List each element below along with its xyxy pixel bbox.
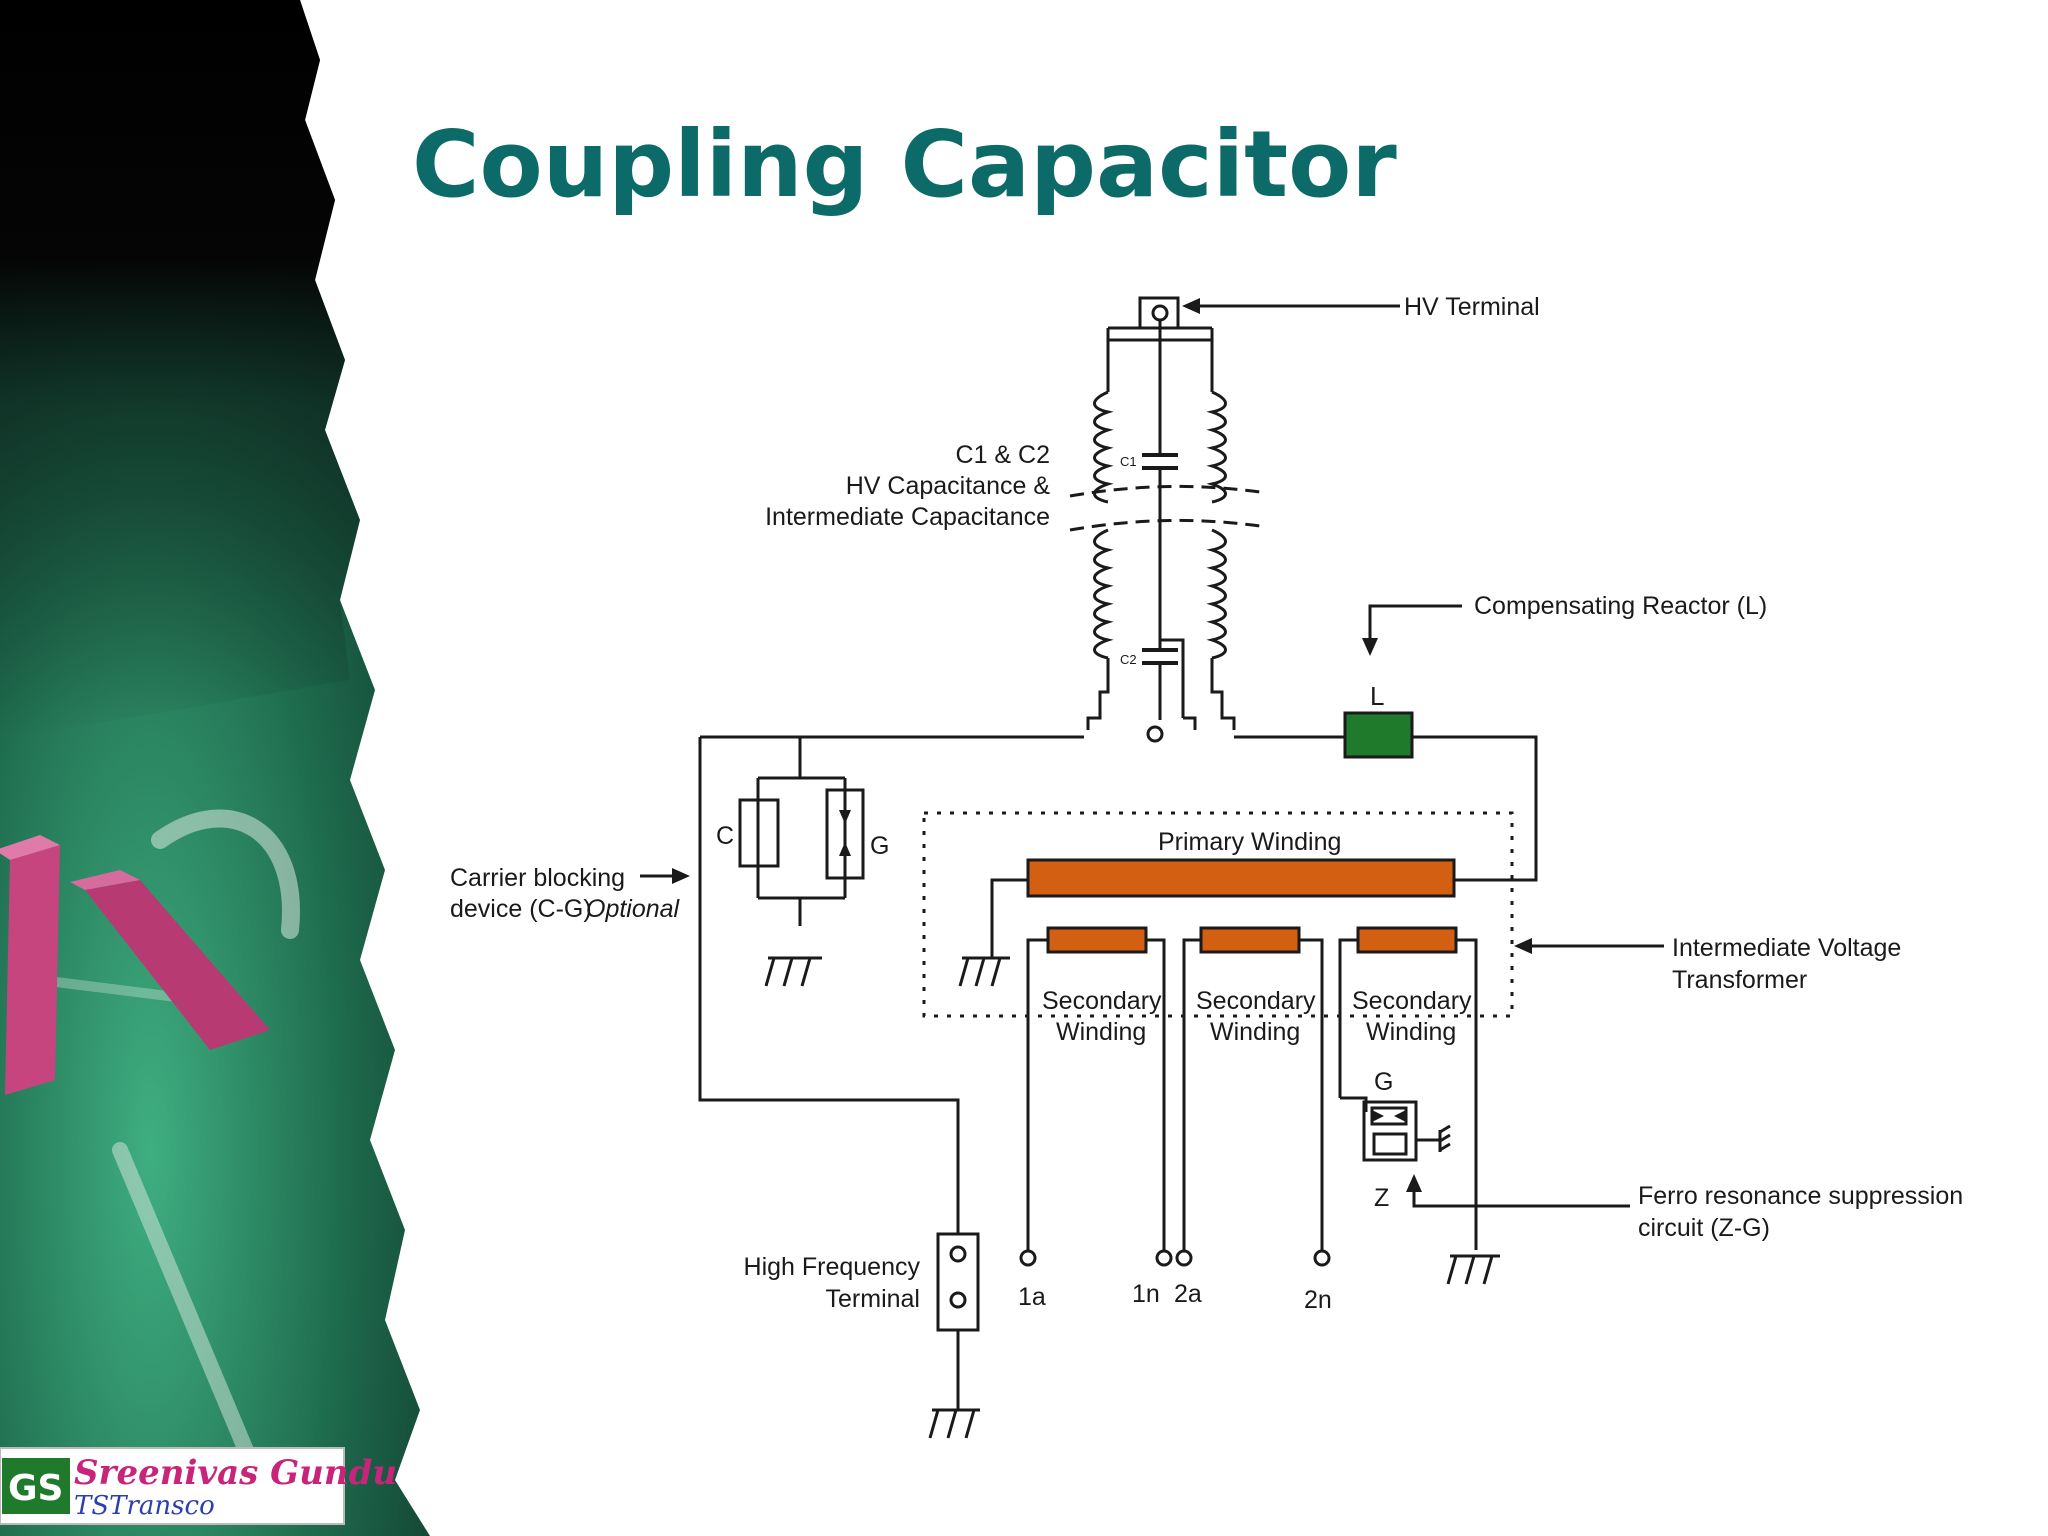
secondary-1-label-line1: Secondary bbox=[1042, 987, 1162, 1015]
compensating-reactor-label: Compensating Reactor (L) bbox=[1474, 592, 1767, 620]
secondary-3-label-line2: Winding bbox=[1366, 1018, 1456, 1046]
carrier-optional-label: Optional bbox=[586, 895, 681, 923]
capacitor-c2 bbox=[1142, 648, 1178, 665]
ferro-arrow bbox=[1412, 1186, 1630, 1208]
secondary-winding-3 bbox=[1356, 926, 1458, 954]
break-line-2 bbox=[1069, 518, 1261, 532]
chalk-stick-1 bbox=[0, 835, 60, 1095]
c2-label: C2 bbox=[1120, 652, 1137, 667]
reactor-L-label: L bbox=[1370, 681, 1384, 711]
chalkboard-decoration bbox=[0, 0, 430, 1536]
terminal-2n-label: 2n bbox=[1304, 1286, 1332, 1314]
carrier-label-line1: Carrier blocking bbox=[450, 864, 625, 892]
c1-label: C1 bbox=[1120, 454, 1137, 469]
c1c2-label-line2: HV Capacitance & bbox=[846, 472, 1051, 500]
hv-terminal-arrowhead bbox=[1182, 298, 1200, 314]
terminal-1n-label: 1n bbox=[1132, 1280, 1160, 1308]
ferro-Z-label: Z bbox=[1374, 1184, 1389, 1212]
break-line-1 bbox=[1069, 484, 1261, 498]
c1c2-label-line3: Intermediate Capacitance bbox=[765, 503, 1050, 531]
terminal-1a bbox=[1019, 1249, 1037, 1267]
secondary-winding-1 bbox=[1046, 926, 1148, 954]
capacitor-c1 bbox=[1142, 453, 1178, 470]
ground-carrier bbox=[764, 956, 822, 987]
compensating-reactor bbox=[1343, 711, 1414, 759]
secondary-winding-2 bbox=[1199, 926, 1301, 954]
insulator-left-upper bbox=[1093, 390, 1114, 504]
terminal-1a-label: 1a bbox=[1018, 1283, 1046, 1311]
secondary-2-label-line1: Secondary bbox=[1196, 987, 1316, 1015]
coupling-capacitor-diagram: HV Terminal C1 C2 C1 & C2 HV Capacitance… bbox=[450, 293, 1963, 1439]
ferro-G-label: G bbox=[1374, 1068, 1393, 1096]
ferro-label-line2: circuit (Z-G) bbox=[1638, 1214, 1770, 1242]
terminal-2a-label: 2a bbox=[1174, 1280, 1202, 1308]
secondary-1-label-line2: Winding bbox=[1056, 1018, 1146, 1046]
logo-org: TSTransco bbox=[74, 1491, 215, 1521]
carrier-label-line2: device (C-G) bbox=[450, 895, 592, 923]
ivt-label-line1: Intermediate Voltage bbox=[1672, 934, 1901, 962]
secondary-2-label-line2: Winding bbox=[1210, 1018, 1300, 1046]
insulator-left-lower bbox=[1093, 528, 1114, 660]
reactor-arrowhead bbox=[1362, 638, 1378, 656]
terminal-2n bbox=[1313, 1249, 1331, 1267]
main-bus bbox=[700, 735, 1538, 882]
chalk-stick-2 bbox=[70, 870, 270, 1050]
hf-label-line1: High Frequency bbox=[744, 1253, 921, 1281]
ferro-resonance-circuit bbox=[1340, 1096, 1451, 1162]
carrier-C-label: C bbox=[716, 822, 734, 850]
primary-winding bbox=[1026, 858, 1456, 898]
c1c2-label-line1: C1 & C2 bbox=[956, 441, 1050, 469]
carrier-blocking-device bbox=[738, 737, 865, 926]
ivt-label-line2: Transformer bbox=[1672, 966, 1807, 994]
terminal-2a bbox=[1175, 1249, 1193, 1267]
insulator-right-upper bbox=[1206, 390, 1227, 504]
intermediate-terminal bbox=[1146, 725, 1164, 743]
insulator-base bbox=[1086, 658, 1236, 730]
author-logo: GS Sreenivas Gundu TSTransco bbox=[0, 1447, 397, 1525]
hf-label-line2: Terminal bbox=[826, 1285, 920, 1313]
primary-winding-label: Primary Winding bbox=[1158, 828, 1341, 856]
terminal-1n bbox=[1155, 1249, 1173, 1267]
secondary-3-label-line1: Secondary bbox=[1352, 987, 1472, 1015]
ivt-box bbox=[922, 811, 1514, 1018]
logo-name: Sreenivas Gundu bbox=[74, 1453, 397, 1493]
ferro-label-line1: Ferro resonance suppression bbox=[1638, 1182, 1963, 1210]
hv-terminal-label: HV Terminal bbox=[1404, 293, 1540, 321]
slide-title: Coupling Capacitor bbox=[412, 111, 1397, 218]
carrier-G-label: G bbox=[870, 832, 889, 860]
ground-right bbox=[1446, 1254, 1500, 1285]
insulator-right-lower bbox=[1206, 528, 1227, 660]
high-frequency-terminal bbox=[928, 1232, 980, 1439]
ground-primary bbox=[958, 956, 1010, 987]
logo-initials: GS bbox=[8, 1468, 63, 1509]
